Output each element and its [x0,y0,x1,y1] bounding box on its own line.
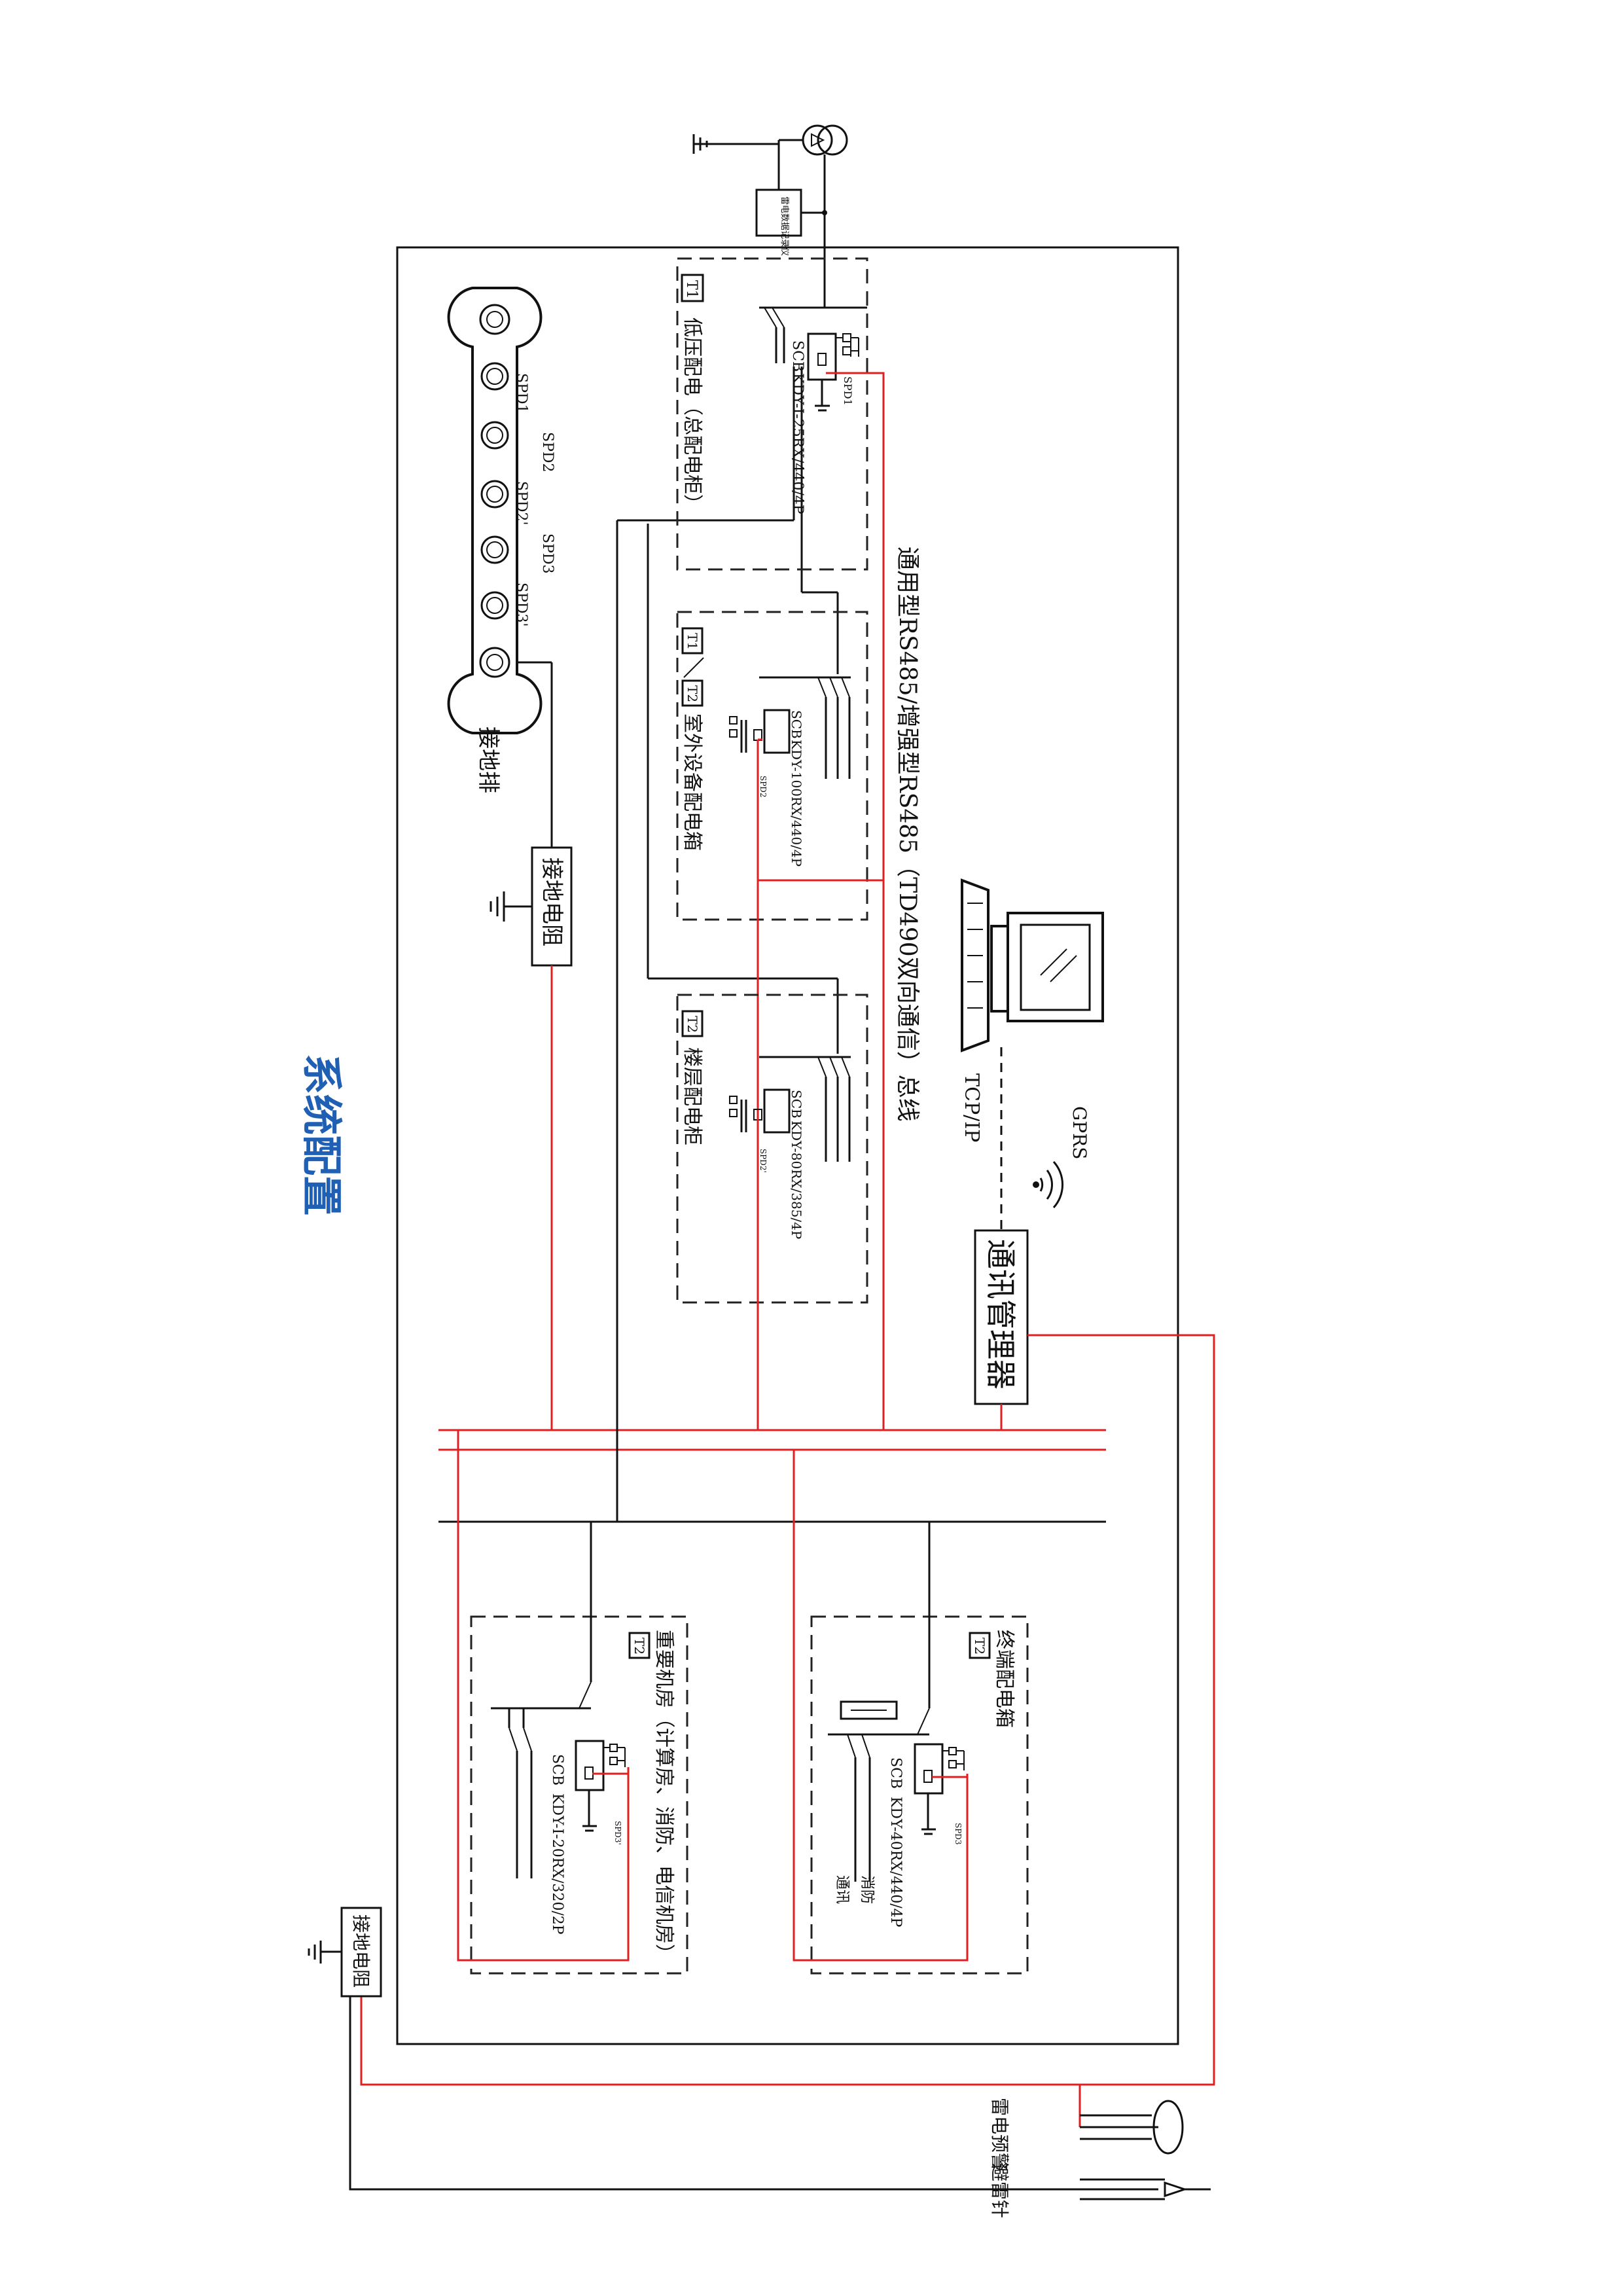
cabinet-main-model: KDY-I-25RX/440/4P [789,373,806,514]
ground-resistor-left: 接地电阻 [340,1907,382,1998]
cabinet-terminal-distribution: T2 终端配电箱 SCB KDY-40RX/440/4P SPD3 消防 通讯 [810,1522,1029,1975]
cabinet-floor-name: 楼层配电柜 [681,1047,704,1145]
cabinet-terminal-spd: SPD3 [954,1823,963,1845]
cabinet-important-tag: T2 [632,1638,647,1655]
cabinet-main-distribution: T1 低压配电（总配电柜） SCB KDY-I-25RX/440/4P SPD1 [676,257,868,571]
spd-label-2: SPD2 [539,432,556,473]
cabinet-outdoor-scb: SCB [789,710,804,739]
surge-recorder-box: 雷电数据记录仪 [755,188,802,256]
comm-manager-label: 通讯管理器 [983,1239,1018,1390]
ground-bar-label: 接地排 [475,726,501,793]
cabinet-terminal-scb: SCB [887,1757,904,1789]
cabinet-floor-model: KDY-80RX/385/4P [789,1121,804,1239]
transformer-icon [802,124,848,156]
cabinet-floor-tag: T2 [685,1016,700,1033]
cabinet-outdoor-name: 室外设备配电箱 [681,713,704,851]
bus-label: 通用型RS485/增强型RS485（TD490双向通信）总线 [894,547,921,1122]
lightning-rod-icon [1164,2181,1211,2198]
cabinet-main-name: 低压配电（总配电柜） [681,317,704,514]
cabinet-important-scb: SCB [549,1754,565,1785]
bus-lines [438,1429,1106,1523]
cabinet-floor-distribution: T2 楼层配电柜 SCB KDY-80RX/385/4P SPD2' [676,994,868,1304]
cabinet-important-model: KDY-I-20RX/320/2P [549,1793,565,1935]
ground-resistor-main-label: 接地电阻 [539,857,565,946]
cabinet-terminal-model: KDY-40RX/440/4P [887,1797,904,1928]
cabinet-important-name: 重要机房（计算房、消防、电信机房） [652,1630,675,1964]
lightning-warning-sensor-icon [1152,2100,1184,2155]
cabinet-main-scb: SCB [789,340,806,372]
cabinet-floor-spd: SPD2' [758,1149,768,1173]
comm-manager-box: 通讯管理器 [974,1229,1029,1405]
system-frame [396,246,1179,2045]
cabinet-main-tag: T1 [683,280,700,299]
warning-label: 雷电预警 [989,2098,1010,2171]
tcpip-label: TCP/IP [960,1073,983,1142]
cabinet-outdoor-spd: SPD2 [758,776,768,798]
cabinet-terminal-out2: 通讯 [834,1875,850,1904]
gprs-label: GPRS [1069,1106,1090,1159]
cabinet-important-spd: SPD3' [613,1821,622,1845]
cabinet-outdoor-equipment: T1 T2 室外设备配电箱 SCB KDY-100RX/440/4P SPD2 [676,611,868,921]
cabinet-outdoor-tag1: T1 [685,633,700,650]
cabinet-floor-scb: SCB [789,1090,804,1119]
spd-label-4: SPD3 [539,533,556,574]
ground-icon-left [308,1941,322,1964]
spd-label-1: SPD1 [513,373,529,414]
cabinet-outdoor-tag2: T2 [685,685,700,702]
cabinet-terminal-tag: T2 [972,1638,988,1655]
ground-icon-top [692,134,708,154]
cabinet-main-spd: SPD1 [842,376,854,406]
cabinet-outdoor-model: KDY-100RX/440/4P [789,740,804,867]
surge-recorder-label: 雷电数据记录仪 [779,196,789,256]
cabinet-important-rooms: T2 重要机房（计算房、消防、电信机房） SCB KDY-I-20RX/320/… [470,1522,688,1975]
spd-label-5: SPD3' [513,583,529,627]
ground-bar [447,287,543,734]
ground-resistor-left-label: 接地电阻 [350,1914,372,1988]
rod-label: 避雷针 [989,2163,1010,2218]
spd-label-3: SPD2' [513,481,529,526]
wireless-signal-icon [1033,1160,1063,1209]
computer-icon [961,878,1104,1052]
ground-resistor-main: 接地电阻 [531,846,573,967]
cabinet-terminal-out1: 消防 [859,1875,875,1904]
ground-icon-main [490,891,505,922]
page-title: 系统配置 [298,1054,346,1216]
cabinet-terminal-name: 终端配电箱 [993,1630,1016,1728]
